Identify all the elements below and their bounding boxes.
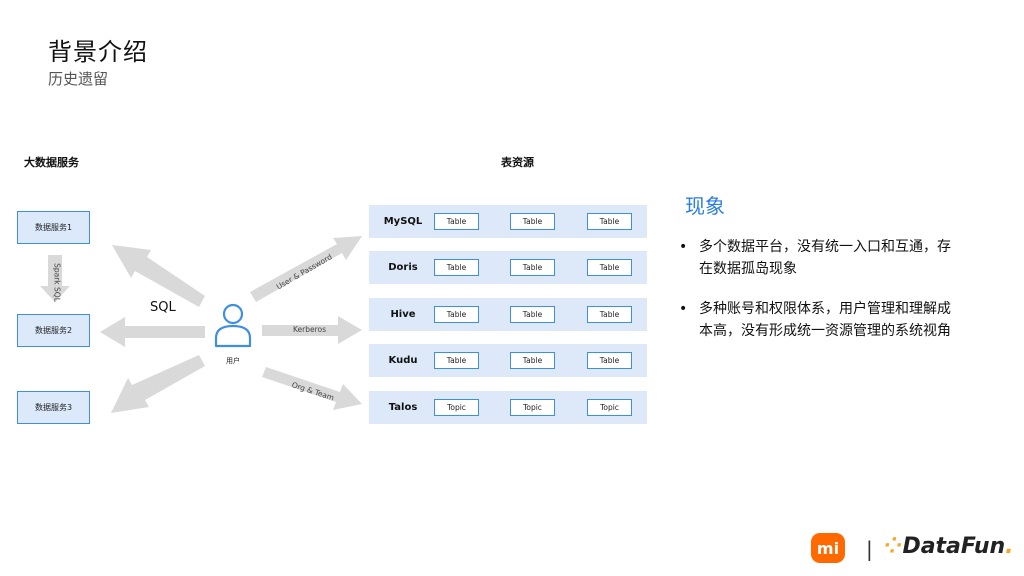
mi-logo: mi [811, 533, 845, 563]
table-cell: Table [434, 352, 479, 369]
tables-heading: 表资源 [501, 156, 534, 169]
table-cell: Table [587, 352, 632, 369]
page-title: 背景介绍 [48, 38, 148, 66]
services-heading: 大数据服务 [24, 156, 79, 169]
arrow-to-talos [262, 367, 362, 410]
bullet-text: 多个数据平台，没有统一入口和互通，存在数据孤岛现象 [699, 239, 951, 277]
sql-label: SQL [150, 300, 176, 315]
bullet-dot: • [679, 239, 688, 255]
arrow-to-service2 [100, 317, 205, 347]
service-box-1: 数据服务1 [17, 211, 90, 244]
table-cell: Table [510, 259, 555, 276]
table-cell: Table [587, 213, 632, 230]
row-name: Hive [390, 309, 416, 320]
arrow-to-mysql [250, 236, 362, 302]
table-cell: Table [587, 306, 632, 323]
topic-cell: Topic [510, 399, 555, 416]
row-name: Kudu [388, 355, 418, 366]
row-name: MySQL [383, 216, 423, 227]
arrow-to-service1 [112, 245, 205, 307]
resource-row-hive: Hive Table Table Table [369, 298, 647, 331]
datafun-logo-text: DataFun [902, 534, 1006, 559]
row-name: Doris [388, 262, 418, 273]
bullet-item-1: • 多个数据平台，没有统一入口和互通，存在数据孤岛现象 [679, 236, 999, 286]
logo-separator: | [866, 537, 873, 561]
user-label: 用户 [226, 357, 240, 365]
topic-cell: Topic [434, 399, 479, 416]
table-cell: Table [434, 213, 479, 230]
table-cell: Table [510, 213, 555, 230]
bullet-dot: • [679, 301, 688, 317]
table-cell: Table [587, 259, 632, 276]
table-cell: Table [510, 306, 555, 323]
user-icon [214, 303, 252, 348]
arrow-to-hive [262, 316, 362, 344]
arrow-spark-sql [40, 255, 70, 302]
phenomenon-title: 现象 [685, 194, 725, 218]
resource-row-doris: Doris Table Table Table [369, 251, 647, 284]
spark-sql-label: Spark SQL [52, 263, 62, 302]
table-cell: Table [434, 306, 479, 323]
resource-row-kudu: Kudu Table Table Table [369, 344, 647, 377]
page-subtitle: 历史遗留 [48, 70, 109, 88]
bullet-text: 多种账号和权限体系，用户管理和理解成本高，没有形成统一资源管理的系统视角 [699, 301, 951, 339]
service-box-2: 数据服务2 [17, 314, 90, 347]
datafun-logo: ⁘DataFun. [884, 534, 1014, 559]
topic-cell: Topic [587, 399, 632, 416]
table-cell: Table [434, 259, 479, 276]
bullet-item-2: • 多种账号和权限体系，用户管理和理解成本高，没有形成统一资源管理的系统视角 [679, 298, 999, 368]
table-cell: Table [510, 352, 555, 369]
arrow-label-kerberos: Kerberos [293, 325, 327, 334]
arrow-to-service3 [111, 355, 205, 413]
row-name: Talos [388, 402, 418, 413]
service-box-3: 数据服务3 [17, 391, 90, 424]
resource-row-mysql: MySQL Table Table Table [369, 205, 647, 238]
resource-row-talos: Talos Topic Topic Topic [369, 391, 647, 424]
datafun-logo-dot: . [1005, 534, 1014, 559]
